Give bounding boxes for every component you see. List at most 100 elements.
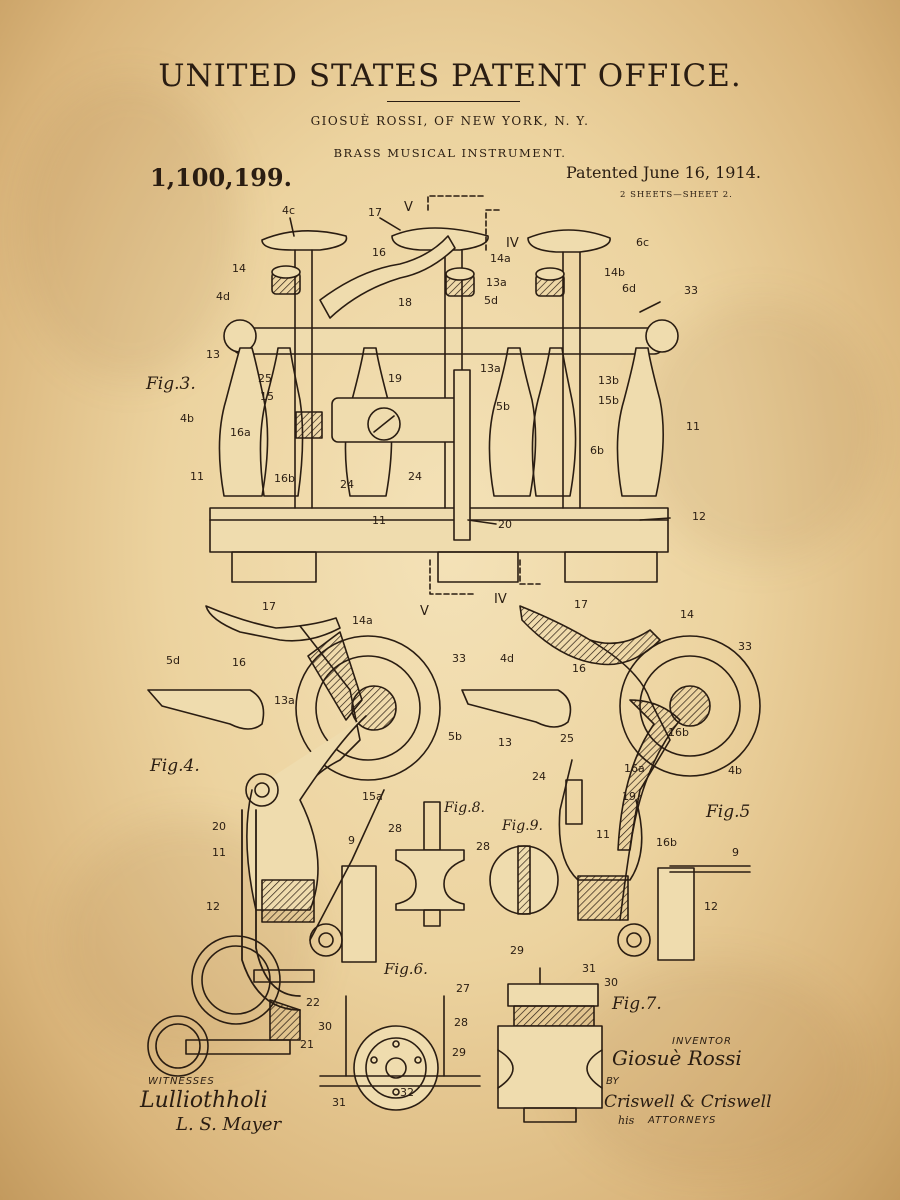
ref-label: 11 — [686, 420, 700, 433]
ref-label: 29 — [452, 1046, 466, 1059]
ref-label: 32 — [400, 1086, 414, 1099]
paper-stain — [20, 80, 240, 380]
ref-label: 12 — [206, 900, 220, 913]
ref-label: 30 — [318, 1020, 332, 1033]
ref-label: 15b — [598, 394, 619, 407]
ref-label: 14b — [604, 266, 625, 279]
ref-label: 5d — [166, 654, 180, 667]
ref-label: 12 — [692, 510, 706, 523]
ref-label: 20 — [212, 820, 226, 833]
ref-label: 16 — [372, 246, 386, 259]
witness-signature-1: Lulliothholi — [140, 1088, 268, 1113]
figure-9-drawing — [489, 845, 559, 915]
figure-8-drawing — [395, 801, 465, 927]
office-title: UNITED STATES PATENT OFFICE. — [158, 58, 742, 94]
ref-label: 11 — [372, 514, 386, 527]
ref-label: 14 — [680, 608, 694, 621]
ref-label: 15a — [362, 790, 383, 803]
attorney-signature: Criswell & Criswell — [604, 1092, 772, 1112]
ref-label: 27 — [456, 982, 470, 995]
paper-stain — [640, 300, 880, 560]
ref-label: 24 — [532, 770, 546, 783]
invention-title: BRASS MUSICAL INSTRUMENT. — [333, 146, 567, 160]
ref-label: 31 — [332, 1096, 346, 1109]
ref-label: 13b — [598, 374, 619, 387]
ref-label: 9 — [732, 846, 739, 859]
ref-label: 33 — [738, 640, 752, 653]
figure-6-label: Fig.6. — [384, 960, 428, 978]
inventor-label: INVENTOR — [672, 1036, 732, 1047]
ref-label: 24 — [408, 470, 422, 483]
ref-label: V — [420, 604, 429, 619]
ref-label: V — [404, 200, 413, 215]
ref-label: 28 — [388, 822, 402, 835]
ref-label: 33 — [684, 284, 698, 297]
attorneys-label: ATTORNEYS — [648, 1115, 717, 1126]
ref-label: IV — [506, 236, 519, 251]
ref-label: 11 — [190, 470, 204, 483]
ref-label: 13 — [498, 736, 512, 749]
ref-label: 5b — [448, 730, 462, 743]
witness-signature-2: L. S. Mayer — [176, 1114, 282, 1135]
figure-9-label: Fig.9. — [502, 818, 543, 834]
ref-label: 20 — [498, 518, 512, 531]
ref-label: 16a — [624, 762, 645, 775]
ref-label: 11 — [596, 828, 610, 841]
ref-label: 15 — [260, 390, 274, 403]
figure-4-drawing — [147, 605, 441, 1077]
sheet-count: 2 SHEETS—SHEET 2. — [620, 190, 733, 200]
ref-label: 25 — [560, 732, 574, 745]
ref-label: 29 — [510, 944, 524, 957]
ref-label: 4c — [282, 204, 296, 217]
ref-label: 28 — [454, 1016, 468, 1029]
figure-5-label: Fig.5 — [706, 802, 751, 822]
figure-8-label: Fig.8. — [444, 800, 485, 816]
figure-7-label: Fig.7. — [612, 994, 662, 1014]
ref-label: 16a — [230, 426, 251, 439]
ref-label: 11 — [212, 846, 226, 859]
ref-label: 4d — [216, 290, 230, 303]
ref-label: 14 — [232, 262, 246, 275]
ref-label: 21 — [300, 1038, 314, 1051]
figure-5-drawing — [461, 605, 761, 961]
ref-label: 14a — [490, 252, 511, 265]
figure-3-label: Fig.3. — [146, 374, 196, 394]
ref-label: 6b — [590, 444, 604, 457]
ref-label: 5d — [484, 294, 498, 307]
figure-6-drawing — [319, 995, 481, 1111]
ref-label: 13a — [274, 694, 295, 707]
ref-label: 13a — [486, 276, 507, 289]
ref-label: 16 — [572, 662, 586, 675]
attorney-suffix: his — [618, 1114, 635, 1127]
ref-label: 6d — [622, 282, 636, 295]
ref-label: 14a — [352, 614, 373, 627]
witnesses-label: WITNESSES — [148, 1076, 215, 1087]
ref-label: 16b — [668, 726, 689, 739]
ref-label: 9 — [348, 834, 355, 847]
patent-date: Patented June 16, 1914. — [566, 163, 761, 182]
inventor-signature: Giosuè Rossi — [612, 1046, 742, 1070]
ref-label: 17 — [262, 600, 276, 613]
ref-label: 19 — [388, 372, 402, 385]
ref-label: 16b — [274, 472, 295, 485]
ref-label: 30 — [604, 976, 618, 989]
ref-label: 17 — [574, 598, 588, 611]
ref-label: 6c — [636, 236, 650, 249]
patent-number: 1,100,199. — [150, 163, 292, 192]
figure-7-drawing — [497, 967, 603, 1123]
ref-label: 13a — [480, 362, 501, 375]
ref-label: 13 — [206, 348, 220, 361]
ref-label: 19 — [622, 790, 636, 803]
ref-label: 17 — [368, 206, 382, 219]
figure-4-label: Fig.4. — [150, 756, 200, 776]
ref-label: 5b — [496, 400, 510, 413]
ref-label: 18 — [398, 296, 412, 309]
ref-label: 4d — [500, 652, 514, 665]
ref-label: 22 — [306, 996, 320, 1009]
title-rule — [387, 101, 520, 102]
paper-stain — [560, 960, 860, 1180]
ref-label: 31 — [582, 962, 596, 975]
ref-label: 25 — [258, 372, 272, 385]
